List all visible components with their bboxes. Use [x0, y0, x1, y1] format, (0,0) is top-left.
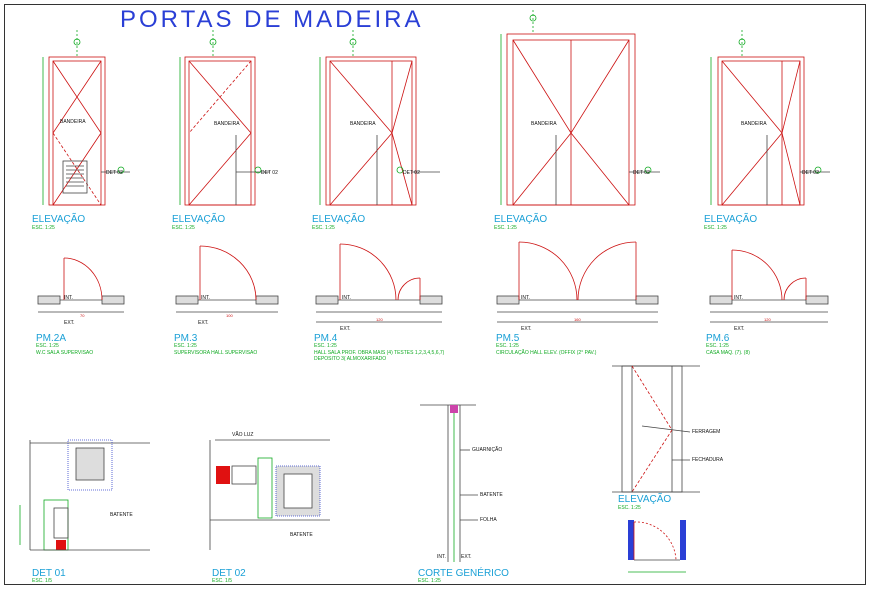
det02-tag-5: DET 02 — [802, 170, 819, 176]
det02-batente: BATENTE — [290, 532, 313, 538]
plan-4-code: PM.5 — [496, 333, 520, 344]
small-elevation-scale: ESC. 1:25 — [618, 505, 641, 511]
elevation-fm4 — [319, 30, 440, 206]
elevation-2-label: ELEVAÇÃO — [172, 214, 226, 225]
plan-5-scale: ESC. 1:25 — [706, 343, 729, 349]
plan-5-code: PM.6 — [706, 333, 730, 344]
sheet-title: PORTAS DE MADEIRA — [120, 6, 424, 33]
det01-scale: ESC. 1/5 — [32, 578, 53, 584]
det01-drawing — [19, 439, 150, 551]
elevation-fm3 — [179, 30, 270, 206]
det02-label: DET 02 — [212, 568, 246, 579]
det02-scale: ESC. 1/5 — [212, 578, 233, 584]
elevation-5-label: ELEVAÇÃO — [704, 214, 758, 225]
small-elev-fechadura: FECHADURA — [692, 457, 724, 463]
elevation-fm5 — [500, 10, 660, 206]
plan-3-ext: EXT. — [340, 326, 351, 332]
plan-3-desc2: DEPOSITO 3( ALMOXARIFADO — [314, 356, 387, 362]
plan-4-desc: CIRCULAÇÃO HALL ELEV. (OFFIX (2° PAV.) — [496, 350, 597, 356]
plan-2-int: INT. — [201, 295, 210, 301]
corte-scale: ESC. 1:25 — [418, 578, 441, 584]
plan-2-scale: ESC. 1:25 — [174, 343, 197, 349]
bandeira-label-5: BANDEIRA — [741, 121, 767, 127]
plan-4-dim: 160 — [574, 317, 581, 322]
plan-3-int: INT. — [342, 295, 351, 301]
level-markers — [73, 14, 822, 174]
sheet-border — [4, 4, 866, 585]
elevation-1-scale: ESC. 1:25 — [32, 225, 55, 231]
small-elev-ferragem: FERRAGEM — [692, 429, 721, 435]
elevation-1-label: ELEVAÇÃO — [32, 214, 86, 225]
plan-1-ext: EXT. — [64, 320, 75, 326]
plan-3-code: PM.4 — [314, 333, 338, 344]
det02-tag-4: DET 02 — [633, 170, 650, 176]
plan-1-int: INT. — [64, 295, 73, 301]
bandeira-label-4: BANDEIRA — [531, 121, 557, 127]
bandeira-label-2: BANDEIRA — [214, 121, 240, 127]
elevation-4-scale: ESC. 1:25 — [494, 225, 517, 231]
elevation-2-scale: ESC. 1:25 — [172, 225, 195, 231]
plan-4-scale: ESC. 1:25 — [496, 343, 519, 349]
plan-5-int: INT. — [734, 295, 743, 301]
elevation-5-scale: ESC. 1:25 — [704, 225, 727, 231]
det02-tag-2: DET 02 — [261, 170, 278, 176]
plan-1-code: PM.2A — [36, 333, 67, 344]
elevation-4-label: ELEVAÇÃO — [494, 214, 548, 225]
corte-batente: BATENTE — [480, 492, 503, 498]
plan-2-code: PM.3 — [174, 333, 198, 344]
plan-3-dim: 120 — [376, 317, 383, 322]
corte-generico-drawing — [420, 404, 478, 562]
plan-1-dim: 70 — [80, 313, 85, 318]
plan-5-desc: CASA MAQ. (7). (8) — [706, 350, 750, 356]
corte-guarnicao: GUARNIÇÃO — [472, 447, 503, 453]
plan-1-scale: ESC. 1:25 — [36, 343, 59, 349]
plan-5-dim: 120 — [764, 317, 771, 322]
bandeira-label-3: BANDEIRA — [350, 121, 376, 127]
det01-batente: BATENTE — [110, 512, 133, 518]
plan-door-swings — [63, 241, 807, 301]
det01-label: DET 01 — [32, 568, 66, 579]
corte-ext: EXT. — [461, 554, 472, 560]
corte-int: INT. — [437, 554, 446, 560]
plan-3-scale: ESC. 1:25 — [314, 343, 337, 349]
plan-4-ext: EXT. — [521, 326, 532, 332]
small-elevation-label: ELEVAÇÃO — [618, 494, 672, 505]
bandeira-label-1: BANDEIRA — [60, 119, 86, 125]
plan-2-dim: 100 — [226, 313, 233, 318]
elevation-fm6 — [710, 30, 830, 206]
plan-4-int: INT. — [521, 295, 530, 301]
elevation-3-label: ELEVAÇÃO — [312, 214, 366, 225]
small-elevation-drawing — [612, 365, 700, 573]
det02-tag-3: DET 02 — [403, 170, 420, 176]
plan-1-desc: W.C SALA SUPERVISAO — [36, 350, 94, 356]
elevation-3-scale: ESC. 1:25 — [312, 225, 335, 231]
plan-walls — [37, 295, 829, 323]
plan-5-ext: EXT. — [734, 326, 745, 332]
corte-label: CORTE GENÉRICO — [418, 568, 509, 579]
det02-vao-luz: VÃO LUZ — [232, 432, 254, 438]
elevation-fm2a — [42, 30, 130, 206]
corte-folha: FOLHA — [480, 517, 497, 523]
plan-3-desc: HALL SALA PROF. OBRA MAIS (4) TESTES 1,2… — [314, 350, 445, 356]
det02-tag-1: DET 02 — [106, 170, 123, 176]
plan-2-desc: SUPERVISORA HALL SUPERVISAO — [174, 350, 258, 356]
plan-2-ext: EXT. — [198, 320, 209, 326]
det02-drawing — [209, 439, 330, 550]
